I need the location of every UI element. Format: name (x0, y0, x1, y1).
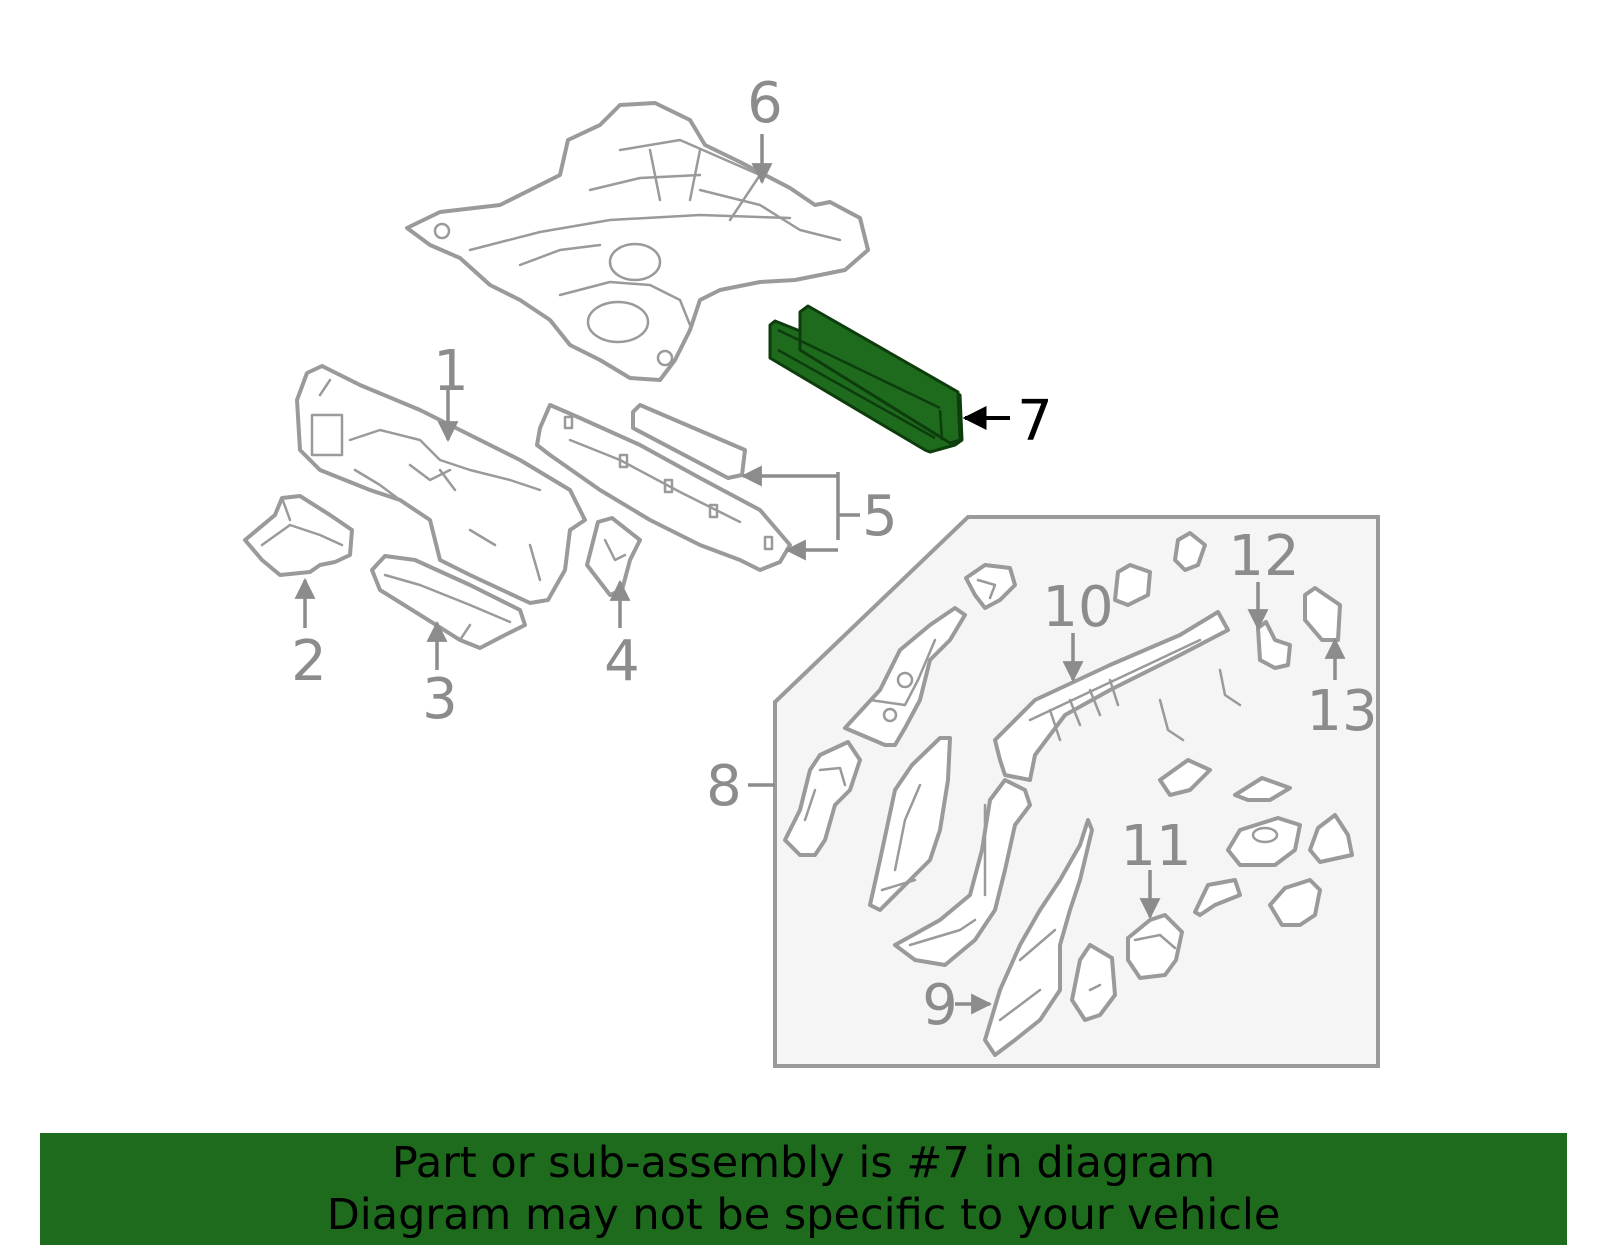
part-3-rail (370, 554, 527, 650)
callout-8: 8 (706, 754, 742, 819)
callout-1: 1 (433, 339, 469, 404)
callout-5: 5 (862, 484, 898, 549)
part-1-panel (295, 364, 587, 605)
callout-3: 3 (422, 667, 458, 732)
callout-6: 6 (747, 71, 783, 136)
banner-line-2: Diagram may not be specific to your vehi… (326, 1190, 1281, 1240)
part-4-bracket (585, 516, 642, 597)
callout-12: 12 (1228, 524, 1299, 589)
callout-10: 10 (1042, 575, 1113, 640)
part-7-crossmember (768, 304, 964, 454)
callout-2: 2 (291, 629, 327, 694)
callout-13: 13 (1306, 679, 1377, 744)
callout-9: 9 (922, 973, 958, 1038)
part-2-bracket (243, 494, 354, 577)
callout-11: 11 (1120, 814, 1191, 879)
part-8-assembly (783, 531, 1354, 1057)
callout-7: 7 (1017, 389, 1053, 454)
info-banner: Part or sub-assembly is #7 in diagram Di… (40, 1133, 1567, 1245)
callouts: 1 2 3 4 5 6 7 8 9 10 11 12 13 (291, 71, 1377, 1038)
banner-line-1: Part or sub-assembly is #7 in diagram (391, 1138, 1216, 1188)
part-5-rails (535, 403, 792, 572)
callout-4: 4 (604, 629, 640, 694)
leaders (294, 134, 1346, 1015)
